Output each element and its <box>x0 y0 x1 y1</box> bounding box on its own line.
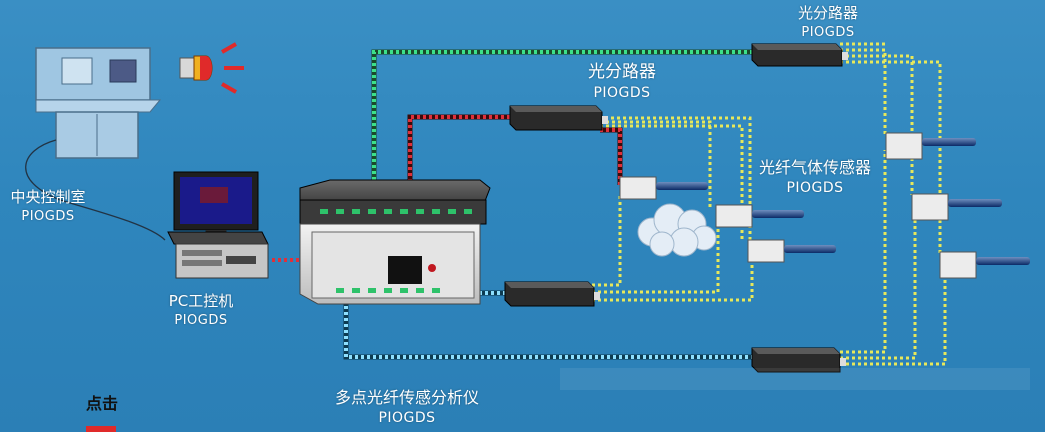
control-room-model: PIOGDS <box>21 209 75 224</box>
label-splitter-top: 光分路器 PIOGDS <box>786 4 870 42</box>
label-analyzer: 多点光纤传感分析仪 PIOGDS <box>300 388 514 428</box>
alarm-icon <box>179 42 244 94</box>
splitter-top-name: 光分路器 <box>797 4 858 22</box>
fiber-red <box>407 114 623 185</box>
fiber-green <box>371 49 752 180</box>
gas-sensor-2 <box>715 204 804 228</box>
gas-sensor-3 <box>747 239 836 263</box>
gas-sensor-1 <box>619 176 708 200</box>
click-link[interactable]: 点击 <box>85 394 118 413</box>
gas-sensor-5 <box>911 193 1002 221</box>
splitter-top <box>751 43 848 67</box>
analyzer-name: 多点光纤传感分析仪 <box>334 388 479 407</box>
gas-sensor-model: PIOGDS <box>786 180 844 196</box>
pc-workstation <box>167 171 269 279</box>
splitter-bottom-left <box>504 281 600 307</box>
splitter-mid-model: PIOGDS <box>593 85 651 101</box>
pc-model: PIOGDS <box>174 313 228 328</box>
control-room-console <box>25 47 166 241</box>
label-splitter-mid: 光分路器 PIOGDS <box>574 62 670 104</box>
gas-sensor-4 <box>885 132 976 160</box>
click-marker <box>86 426 116 432</box>
control-room-name: 中央控制室 <box>10 188 86 206</box>
splitter-bottom <box>751 347 846 373</box>
analyzer-model: PIOGDS <box>378 410 436 426</box>
splitter-top-model: PIOGDS <box>801 25 855 40</box>
analyzer-device <box>299 179 491 305</box>
splitter-mid-name: 光分路器 <box>588 62 656 82</box>
floor-reflection <box>560 368 1030 390</box>
label-control-room: 中央控制室 PIOGDS <box>2 188 94 226</box>
splitter-mid <box>509 105 608 131</box>
label-pc: PC工控机 PIOGDS <box>156 292 246 330</box>
gas-sensor-name: 光纤气体传感器 <box>758 158 871 177</box>
gas-cloud-icon <box>637 203 717 257</box>
gas-sensor-6 <box>939 251 1030 279</box>
label-gas-sensor: 光纤气体传感器 PIOGDS <box>748 158 882 198</box>
pc-name: PC工控机 <box>168 292 234 310</box>
